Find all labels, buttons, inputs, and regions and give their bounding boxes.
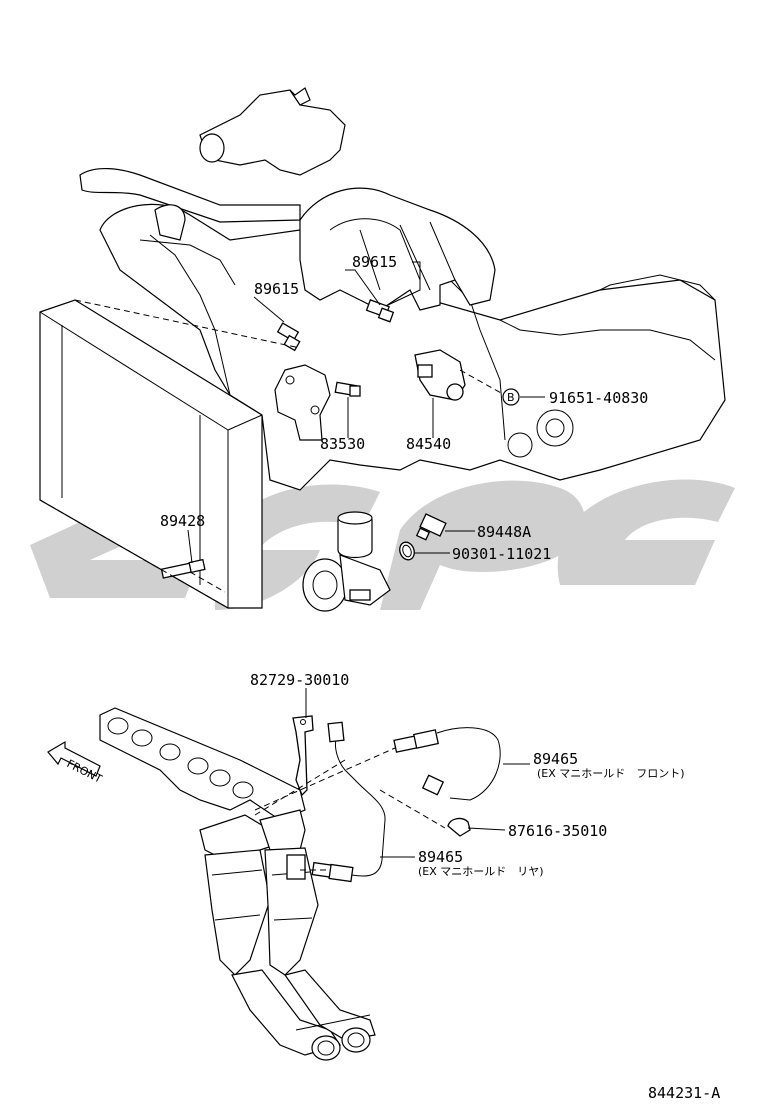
upper-leader-lines (39, 261, 545, 609)
label-82729-30010: 82729-30010 (250, 671, 349, 689)
lower-leader-lines (254, 688, 530, 871)
bolt-marker-b: B (502, 388, 520, 406)
sensor-89428 (160, 558, 206, 579)
diagram-code: 844231-A (648, 1084, 720, 1102)
oxygen-sensor-front (393, 727, 501, 801)
power-steering-pump (302, 511, 391, 612)
label-91651-40830: 91651-40830 (549, 389, 648, 407)
sensor-89615-right (365, 299, 395, 323)
label-89615-left: 89615 (254, 280, 299, 298)
label-84540: 84540 (406, 435, 451, 453)
oxygen-sensor-rear (311, 721, 386, 883)
bolt-marker-letter: B (507, 391, 515, 404)
gasket-90301 (399, 541, 415, 561)
label-89465-rear: 89465 (418, 848, 463, 866)
label-89448A: 89448A (477, 523, 531, 541)
engine-block (79, 87, 726, 491)
switch-89448A (415, 513, 447, 541)
label-87616-35010: 87616-35010 (508, 822, 607, 840)
label-89465-front: 89465 (533, 750, 578, 768)
label-89428: 89428 (160, 512, 205, 530)
label-90301-11021: 90301-11021 (452, 545, 551, 563)
note-89465-rear: (EX マニホールド リヤ) (418, 865, 544, 878)
bracket-82729 (292, 715, 314, 797)
sensor-83530 (334, 381, 361, 397)
front-direction-arrow: FRONT (47, 740, 104, 786)
exhaust-manifold (99, 707, 376, 1061)
label-83530: 83530 (320, 435, 365, 453)
label-89615-right: 89615 (352, 253, 397, 271)
clamp-87616 (447, 817, 471, 837)
thermostat-housing (274, 364, 331, 441)
note-89465-front: (EX マニホールド フロント) (537, 767, 685, 780)
sensor-84540 (414, 349, 466, 401)
